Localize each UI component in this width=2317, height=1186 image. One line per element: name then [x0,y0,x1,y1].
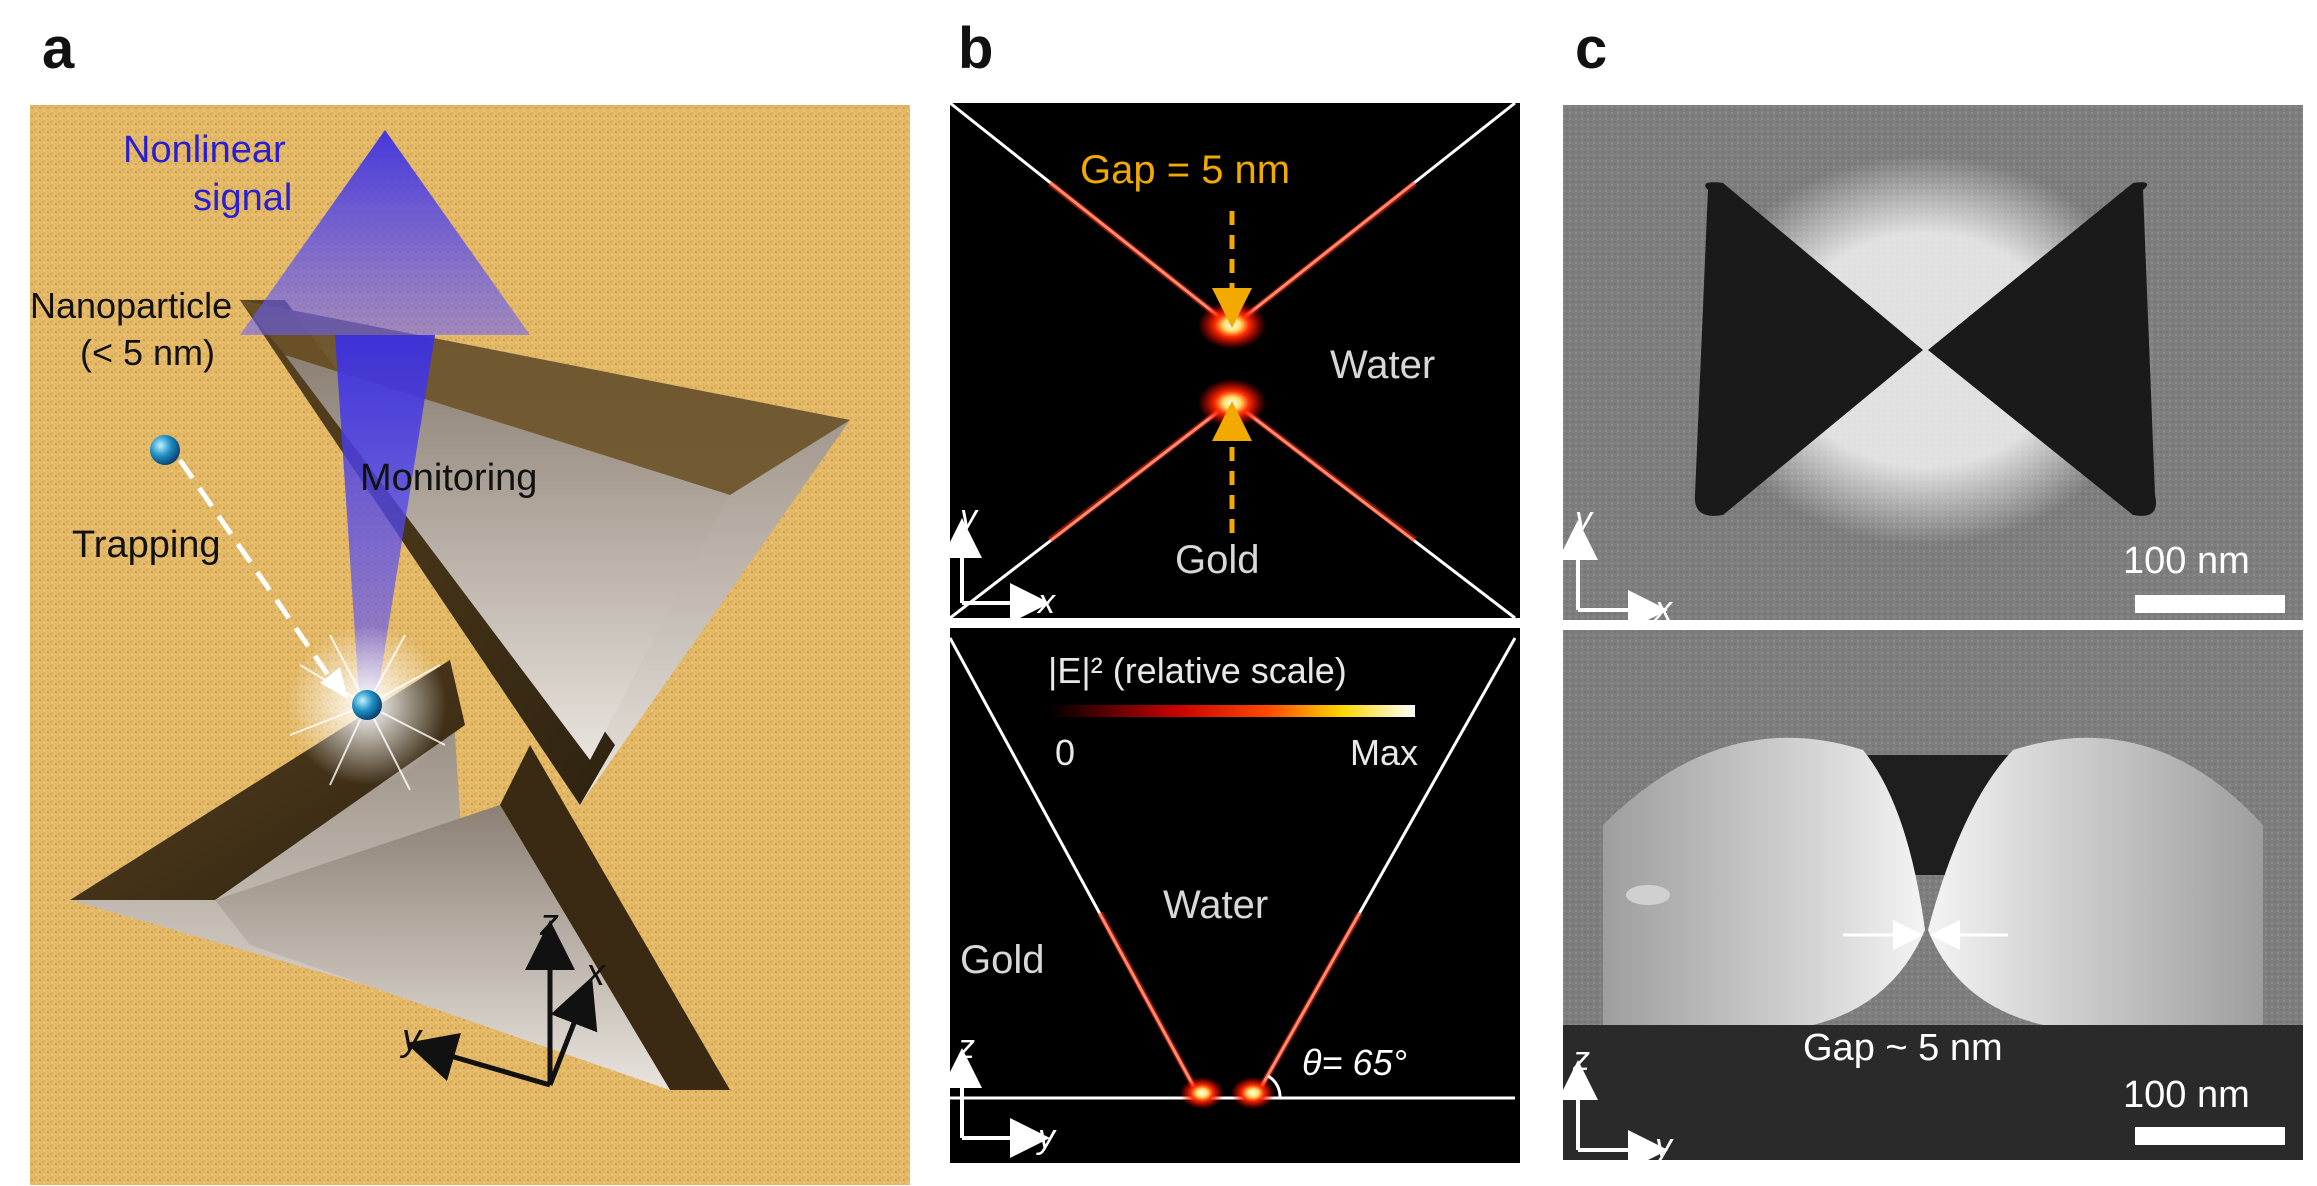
panel-a-illustration: z x y Nonlinear signal Nanoparticle (< 5… [30,105,910,1185]
axis-label-z: z [539,902,559,944]
right-lobe [1928,737,2263,1025]
gold-label-bottom: Gold [960,938,1045,982]
angle-label: θ= 65° [1302,1042,1407,1083]
axis-triad-b-bottom [950,1048,1050,1158]
axis-triad-b-top [950,518,1050,623]
nonlinear-signal-label-2: signal [193,177,292,219]
field-glow-bottom [1097,911,1363,1100]
axis-label-y-c-bottom: y [1653,1127,1674,1160]
axis-label-y-b-top: y [958,498,979,536]
panel-c-sem-images: y x 100 nm Gap ~ 5 nm z y 100 nm [1563,105,2303,1160]
gold-label-top: Gold [1175,538,1260,582]
colorbar-max: Max [1350,732,1418,773]
axis-triad-a [406,920,598,1088]
field-map-top [950,103,1520,618]
panel-b-field-maps: Gap = 5 nm Water Gold y x |E|² (relative… [950,103,1520,1163]
axis-label-x-c-top: x [1653,590,1673,628]
axis-label-x: x [584,952,607,994]
gap-label-b: Gap = 5 nm [1080,148,1290,192]
nonlinear-signal-arrowhead [240,130,530,335]
panel-label-b: b [958,16,994,81]
axis-label-y-b-bottom: y [1036,1118,1057,1156]
bowtie-halo [1695,155,2155,545]
axis-triad-c-top [1563,520,1668,630]
trapped-nanoparticle [352,690,382,720]
field-map-bottom [950,628,1520,1163]
nanoparticle-label-1: Nanoparticle [30,285,232,326]
axis-label-y: y [399,1017,423,1059]
trapping-label: Trapping [72,524,221,566]
nanoparticle-label-2: (< 5 nm) [80,332,215,373]
panel-label-c: c [1575,16,1608,81]
axis-triad-c-bottom [1563,1060,1668,1160]
scale-label-bottom: 100 nm [2123,1074,2250,1116]
gap-label-c: Gap ~ 5 nm [1803,1027,2003,1069]
scale-bar-top [2135,595,2285,613]
surface-particle [1626,885,1670,905]
hotspot-bottom-left [1180,1077,1224,1109]
hotspot-bottom-right [1231,1077,1275,1109]
upper-triangle-wall-left [240,300,615,805]
colorbar-min: 0 [1055,732,1075,773]
hotspot-top-lower [1198,379,1266,427]
water-label-top: Water [1330,343,1435,387]
angle-arc [1267,1074,1282,1099]
trapping-arrowhead [320,667,348,699]
hotspot-top-upper [1198,301,1266,349]
axis-label-z-b-bottom: z [957,1028,975,1066]
axis-label-y-c-top: y [1573,500,1594,538]
lower-triangle-wall-right [500,745,730,1090]
water-label-bottom: Water [1163,883,1268,927]
scale-bar-bottom [2135,1127,2285,1145]
panel-label-a: a [42,16,75,81]
trapping-arrow [177,458,338,687]
nonlinear-signal-beam [335,335,435,710]
bowtie-aperture [1694,182,2157,516]
scale-label-top: 100 nm [2123,540,2250,582]
left-lobe [1603,737,1925,1025]
colorbar [1050,705,1415,717]
colorbar-title: |E|² (relative scale) [1048,650,1347,691]
axis-label-z-c-bottom: z [1572,1040,1590,1078]
monitoring-label: Monitoring [360,457,537,499]
free-nanoparticle [150,435,180,465]
axis-label-x-b-top: x [1036,583,1056,621]
nonlinear-signal-label-1: Nonlinear [123,129,286,171]
